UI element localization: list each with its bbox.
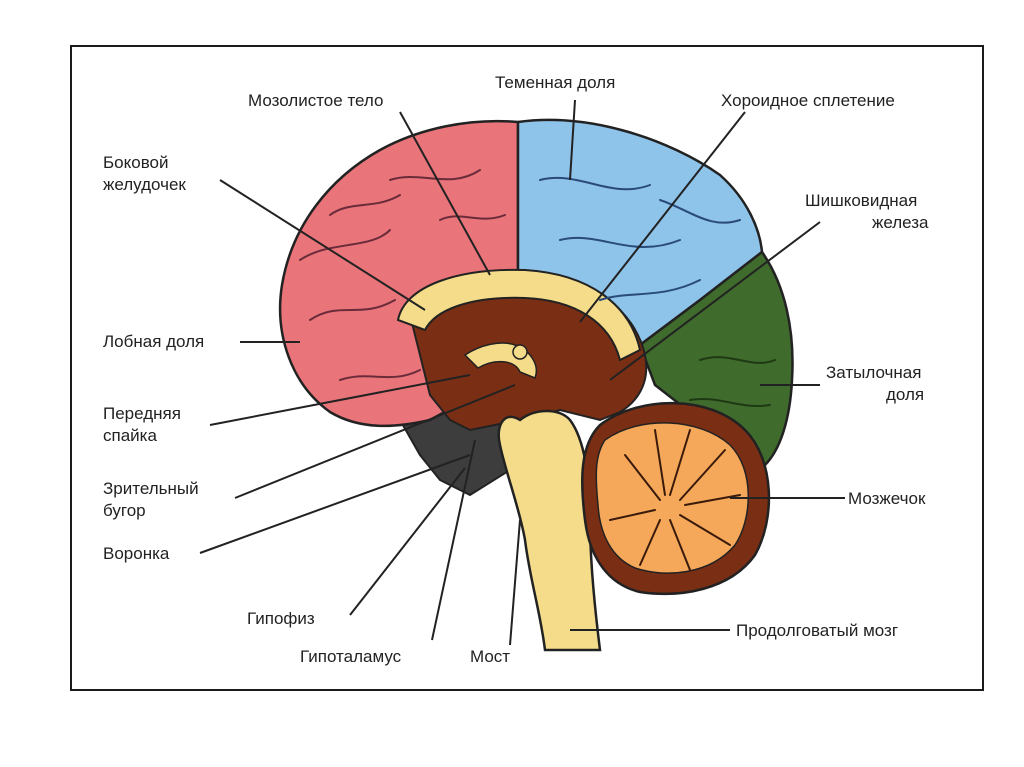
- label-pons: Мост: [470, 647, 511, 666]
- label-cerebellum: Мозжечок: [848, 489, 926, 508]
- parietal-sulci: [539, 176, 741, 301]
- leader-pituitary: [349, 467, 466, 616]
- leader-lateral-ventricle: [219, 179, 426, 311]
- occipital-sulci: [689, 356, 776, 407]
- leader-pineal: [609, 221, 821, 381]
- gyri-lines: [299, 169, 506, 381]
- leader-lines: [199, 99, 845, 646]
- label-infundibulum: Воронка: [103, 544, 170, 563]
- label-hypothalamus: Гипоталамус: [300, 647, 402, 666]
- leader-anterior-commissure: [209, 374, 471, 426]
- leader-pons: [509, 519, 521, 646]
- leader-choroid-plexus: [579, 111, 746, 323]
- corpus-callosum-region: [396, 268, 642, 362]
- label-corpus-callosum: Мозолистое тело: [248, 91, 384, 110]
- label-pituitary: Гипофиз: [247, 609, 315, 628]
- label-medulla: Продолговатый мозг: [736, 621, 899, 640]
- leader-thalamus: [234, 384, 516, 499]
- leader-hypothalamus: [431, 439, 476, 641]
- leader-parietal-lobe: [569, 99, 576, 181]
- label-frontal-lobe: Лобная доля: [103, 332, 205, 351]
- cerebellum-folia: [609, 429, 741, 571]
- pineal-detail: [512, 344, 528, 360]
- cerebellum-inner: [595, 422, 749, 574]
- label-parietal-lobe: Теменная доля: [495, 73, 616, 92]
- brainstem-region: [497, 409, 602, 652]
- label-choroid-plexus: Хороидное сплетение: [721, 91, 895, 110]
- leader-corpus-callosum: [399, 111, 491, 276]
- leader-infundibulum: [199, 454, 471, 554]
